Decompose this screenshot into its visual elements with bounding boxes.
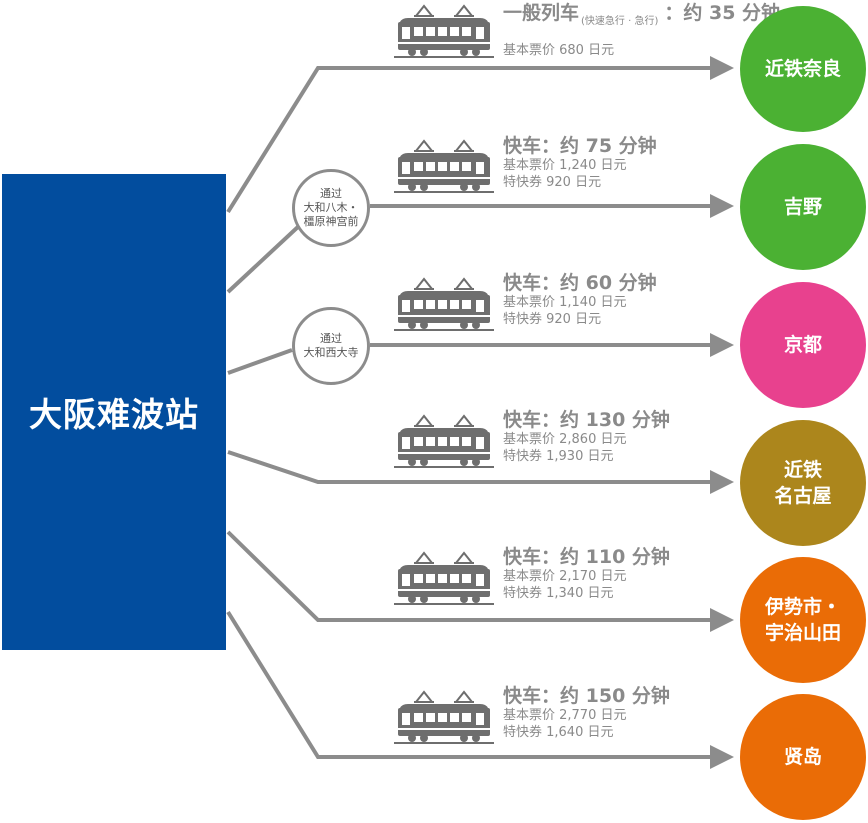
destination-name: 京都	[783, 334, 822, 356]
destination-name: 近铁奈良	[764, 58, 841, 80]
train-icon	[394, 691, 494, 745]
route-info-5: 快车：约 110 分钟 基本票价 2,170 日元 特快券 1,340 日元	[503, 546, 670, 602]
destination-yoshino: 吉野	[740, 144, 866, 270]
via-text: 通过	[320, 187, 342, 200]
route-title: 快车：约 130 分钟	[503, 409, 670, 431]
via-text: 大和西大寺	[303, 346, 359, 359]
via-text: 橿原神宫前	[303, 215, 359, 228]
destination-kyoto: 京都	[740, 282, 866, 408]
route-express-fee: 特快券 920 日元	[503, 175, 602, 190]
destination-name: 宇治山田	[764, 622, 841, 644]
train-icon	[394, 140, 494, 194]
train-icon	[394, 278, 494, 332]
route-fare: 基本票价 2,170 日元	[503, 569, 627, 584]
route-time: ：约 110 分钟	[541, 546, 670, 568]
route-express-fee: 特快券 920 日元	[503, 312, 602, 327]
destination-name: 贤岛	[783, 746, 822, 768]
via-circle-yagi: 通过 大和八木・ 橿原神宫前	[292, 169, 370, 247]
route-express-fee: 特快券 1,640 日元	[503, 725, 614, 740]
via-text: 大和八木・	[303, 201, 359, 214]
origin-station-box: 大阪难波站	[2, 174, 226, 650]
route-type: 快车	[503, 409, 542, 431]
route-info-1: 一般列车(快速急行 · 急行) ：约 35 分钟 基本票价 680 日元	[503, 2, 780, 59]
destination-kintetsu-nagoya: 近铁 名古屋	[740, 420, 866, 546]
route-line-6	[226, 610, 734, 769]
route-info-2: 快车：约 75 分钟 基本票价 1,240 日元 特快券 920 日元	[503, 135, 657, 191]
route-type: 快车	[503, 135, 542, 157]
route-info-6: 快车：约 150 分钟 基本票价 2,770 日元 特快券 1,640 日元	[503, 685, 670, 741]
route-line-1	[226, 56, 734, 214]
destination-name: 伊势市・	[764, 596, 841, 618]
route-fare: 基本票价 2,770 日元	[503, 708, 627, 723]
destination-name: 名古屋	[774, 485, 832, 507]
via-text: 通过	[320, 332, 342, 345]
route-express-fee: 特快券 1,930 日元	[503, 449, 614, 464]
route-info-4: 快车：约 130 分钟 基本票价 2,860 日元 特快券 1,930 日元	[503, 409, 670, 465]
route-title: 一般列车(快速急行 · 急行) ：约 35 分钟	[503, 2, 780, 28]
route-fare: 基本票价 680 日元	[503, 43, 615, 58]
route-type: 一般列车	[503, 2, 580, 24]
route-line-3	[227, 348, 293, 375]
route-type: 快车	[503, 272, 542, 294]
route-time: ：约 35 分钟	[664, 2, 781, 24]
route-express-fee: 特快券 1,340 日元	[503, 586, 614, 601]
route-fare: 基本票价 2,860 日元	[503, 432, 627, 447]
route-info-3: 快车：约 60 分钟 基本票价 1,140 日元 特快券 920 日元	[503, 272, 657, 328]
destination-ise-uji-yamada: 伊势市・ 宇治山田	[740, 557, 866, 683]
route-title: 快车：约 75 分钟	[503, 135, 657, 157]
route-line-4	[227, 450, 734, 494]
route-time: ：约 75 分钟	[541, 135, 657, 157]
train-icon	[394, 552, 494, 606]
route-time: ：约 60 分钟	[541, 272, 657, 294]
destination-name: 吉野	[783, 196, 822, 218]
via-circle-saidaiji: 通过 大和西大寺	[292, 307, 370, 385]
route-line-5	[226, 530, 734, 632]
route-title: 快车：约 60 分钟	[503, 272, 657, 294]
route-type: 快车	[503, 685, 542, 707]
train-icon	[394, 415, 494, 469]
route-title: 快车：约 110 分钟	[503, 546, 670, 568]
route-fare: 基本票价 1,240 日元	[503, 158, 627, 173]
route-time: ：约 150 分钟	[541, 685, 670, 707]
route-type: 快车	[503, 546, 542, 568]
route-type-note: (快速急行 · 急行)	[581, 16, 659, 27]
destination-kintetsu-nara: 近铁奈良	[740, 6, 866, 132]
route-time: ：约 130 分钟	[541, 409, 670, 431]
destination-kashikojima: 贤岛	[740, 694, 866, 820]
origin-station-name: 大阪难波站	[29, 395, 199, 434]
train-icon	[394, 5, 494, 59]
route-fare: 基本票价 1,140 日元	[503, 295, 627, 310]
route-line-2	[226, 223, 302, 294]
route-title: 快车：约 150 分钟	[503, 685, 670, 707]
destination-name: 近铁	[783, 459, 822, 481]
